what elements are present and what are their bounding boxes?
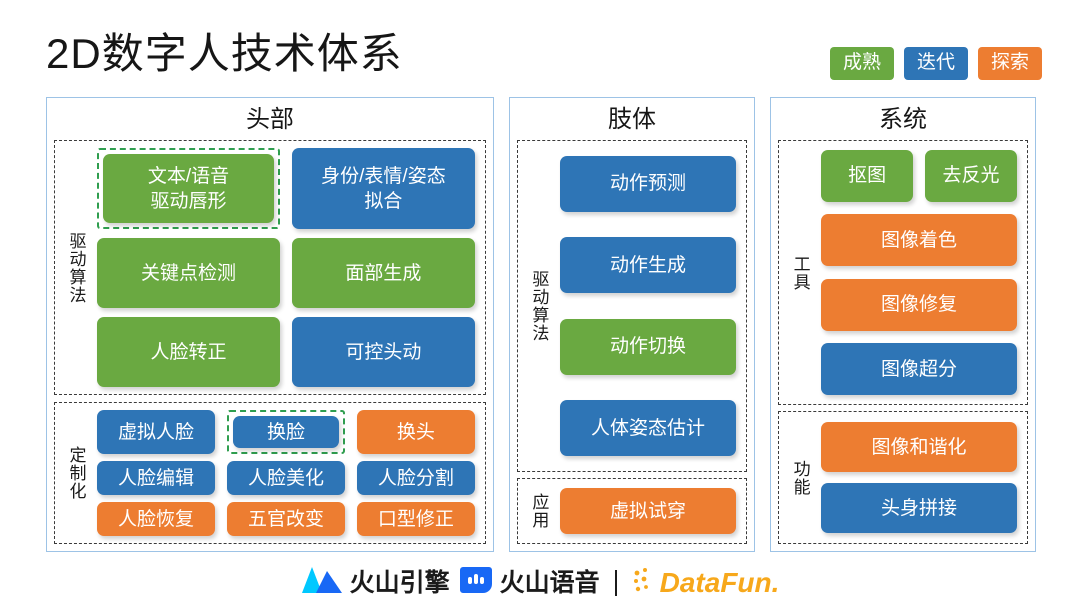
section-label: 应用	[529, 493, 549, 529]
column-limbs-title-wrap: 肢体	[517, 102, 747, 140]
chip-facial-feature-change[interactable]: 五官改变	[226, 502, 345, 536]
footer-divider	[614, 569, 617, 596]
mountain-icon	[301, 565, 343, 600]
column-system-body: 工具 抠图 去反光 图像着色 图像修复 图像超分	[778, 140, 1028, 544]
section-limbs-driving-algorithm: 驱动算法 动作预测 动作生成 动作切换 人体姿态估计	[516, 140, 748, 472]
page-title: 2D数字人技术体系	[46, 30, 403, 77]
datafun-dots-icon	[632, 566, 658, 600]
chip-keypoint-detection[interactable]: 关键点检测	[97, 238, 280, 309]
footer-branding: 火山引擎 火山语音 DataFun.	[0, 565, 1080, 600]
chip-row: 动作生成	[559, 237, 737, 294]
chip-row: 头身拼接	[821, 483, 1017, 533]
brand-volcvoice-label: 火山语音	[499, 568, 600, 597]
legend-badge-exploring: 探索	[977, 47, 1042, 80]
brand-volcengine: 火山引擎	[301, 565, 450, 600]
chip-identity-expression-pose-fitting[interactable]: 身份/表情/姿态 拟合	[291, 148, 475, 230]
legend-badge-mature: 成熟	[829, 47, 894, 80]
chip-virtual-try-on[interactable]: 虚拟试穿	[559, 488, 737, 534]
section-content: 虚拟人脸 换脸 换头 人脸编辑 人脸美化 人脸分割 人脸恢复 五官改变	[91, 408, 479, 538]
column-head: 头部 驱动算法 文本/语音 驱动唇形 身份/表情/姿态 拟合 关键点检测 面部生…	[46, 97, 494, 552]
chip-head-body-stitching[interactable]: 头身拼接	[821, 483, 1017, 533]
chip-lip-shape-correction[interactable]: 口型修正	[356, 502, 475, 536]
chip-human-pose-estimation[interactable]: 人体姿态估计	[559, 400, 737, 457]
chip-row: 人脸恢复 五官改变 口型修正	[97, 502, 475, 536]
section-content: 文本/语音 驱动唇形 身份/表情/姿态 拟合 关键点检测 面部生成 人脸转正 可…	[91, 146, 479, 389]
section-head-customization: 定制化 虚拟人脸 换脸 换头 人脸编辑 人脸美化 人脸分割	[54, 402, 486, 544]
chip-virtual-face[interactable]: 虚拟人脸	[97, 410, 215, 454]
chip-row: 动作预测	[559, 155, 737, 212]
chip-row: 抠图 去反光	[821, 149, 1018, 202]
chip-row: 动作切换	[559, 318, 737, 375]
section-label: 定制化	[66, 446, 86, 500]
section-label: 功能	[790, 459, 810, 496]
chip-row: 人脸编辑 人脸美化 人脸分割	[97, 461, 475, 495]
section-head-driving-algorithm: 驱动算法 文本/语音 驱动唇形 身份/表情/姿态 拟合 关键点检测 面部生成 人…	[54, 140, 486, 395]
column-title: 肢体	[608, 106, 656, 133]
chip-face-restoration[interactable]: 人脸恢复	[97, 502, 215, 536]
column-head-title-wrap: 头部	[54, 102, 486, 140]
highlight-frame: 换脸	[226, 410, 345, 454]
section-limbs-application: 应用 虚拟试穿	[516, 478, 748, 544]
chip-controllable-head-motion[interactable]: 可控头动	[291, 317, 475, 388]
chip-motion-generation[interactable]: 动作生成	[559, 237, 737, 294]
column-title: 头部	[245, 106, 294, 133]
section-label: 驱动算法	[529, 270, 549, 342]
chip-face-frontalization[interactable]: 人脸转正	[97, 317, 280, 388]
chip-motion-transition[interactable]: 动作切换	[559, 318, 737, 375]
highlight-frame: 文本/语音 驱动唇形	[97, 148, 280, 230]
chip-row: 图像超分	[821, 343, 1017, 396]
column-limbs-body: 驱动算法 动作预测 动作生成 动作切换 人体姿态估计	[516, 140, 748, 544]
chip-row: 人脸转正 可控头动	[97, 317, 475, 388]
section-content: 抠图 去反光 图像着色 图像修复 图像超分	[815, 146, 1021, 399]
section-label: 工具	[790, 254, 810, 291]
chip-face-editing[interactable]: 人脸编辑	[97, 461, 215, 495]
chip-face-generation[interactable]: 面部生成	[291, 238, 475, 309]
column-head-body: 驱动算法 文本/语音 驱动唇形 身份/表情/姿态 拟合 关键点检测 面部生成 人…	[54, 140, 486, 544]
chip-image-harmonization[interactable]: 图像和谐化	[821, 422, 1017, 472]
chip-face-beautification[interactable]: 人脸美化	[226, 461, 345, 495]
chip-row: 图像修复	[821, 278, 1017, 331]
speech-bubble-icon	[459, 565, 493, 600]
chip-matting[interactable]: 抠图	[821, 149, 914, 202]
chip-face-swap[interactable]: 换脸	[232, 416, 339, 448]
brand-volcengine-label: 火山引擎	[349, 568, 450, 597]
chip-face-segmentation[interactable]: 人脸分割	[356, 461, 475, 495]
section-system-tools: 工具 抠图 去反光 图像着色 图像修复 图像超分	[778, 140, 1028, 405]
chip-row: 关键点检测 面部生成	[97, 238, 475, 309]
chip-deglare[interactable]: 去反光	[925, 149, 1018, 202]
section-label: 驱动算法	[66, 231, 86, 304]
section-system-functions: 功能 图像和谐化 头身拼接	[778, 411, 1028, 544]
section-content: 动作预测 动作生成 动作切换 人体姿态估计	[554, 146, 740, 466]
column-title: 系统	[879, 106, 928, 133]
datafun-label: DataFun.	[659, 566, 780, 598]
column-system: 系统 工具 抠图 去反光 图像着色 图像修复 图像超分	[770, 97, 1036, 552]
column-system-title-wrap: 系统	[778, 102, 1028, 140]
chip-motion-prediction[interactable]: 动作预测	[559, 155, 737, 212]
tech-architecture-board: 头部 驱动算法 文本/语音 驱动唇形 身份/表情/姿态 拟合 关键点检测 面部生…	[46, 97, 1036, 552]
chip-row: 图像和谐化	[821, 422, 1017, 472]
column-limbs: 肢体 驱动算法 动作预测 动作生成 动作切换 人体姿态估计	[508, 97, 756, 552]
brand-volcvoice: 火山语音	[459, 565, 600, 600]
chip-row: 人体姿态估计	[559, 400, 737, 457]
chip-head-swap[interactable]: 换头	[356, 410, 475, 454]
section-content: 虚拟试穿	[554, 484, 740, 538]
legend: 成熟 迭代 探索	[829, 47, 1042, 80]
section-content: 图像和谐化 头身拼接	[815, 417, 1021, 538]
brand-datafun: DataFun.	[632, 566, 780, 600]
chip-row: 虚拟试穿	[559, 488, 737, 534]
chip-image-colorization[interactable]: 图像着色	[821, 214, 1017, 267]
legend-badge-iterating: 迭代	[903, 47, 968, 80]
chip-image-super-resolution[interactable]: 图像超分	[821, 343, 1017, 396]
chip-row: 图像着色	[821, 214, 1017, 267]
chip-row: 虚拟人脸 换脸 换头	[97, 410, 475, 454]
chip-text-speech-driven-lip[interactable]: 文本/语音 驱动唇形	[103, 154, 274, 224]
chip-row: 文本/语音 驱动唇形 身份/表情/姿态 拟合	[97, 148, 475, 230]
chip-image-inpainting[interactable]: 图像修复	[821, 278, 1017, 331]
